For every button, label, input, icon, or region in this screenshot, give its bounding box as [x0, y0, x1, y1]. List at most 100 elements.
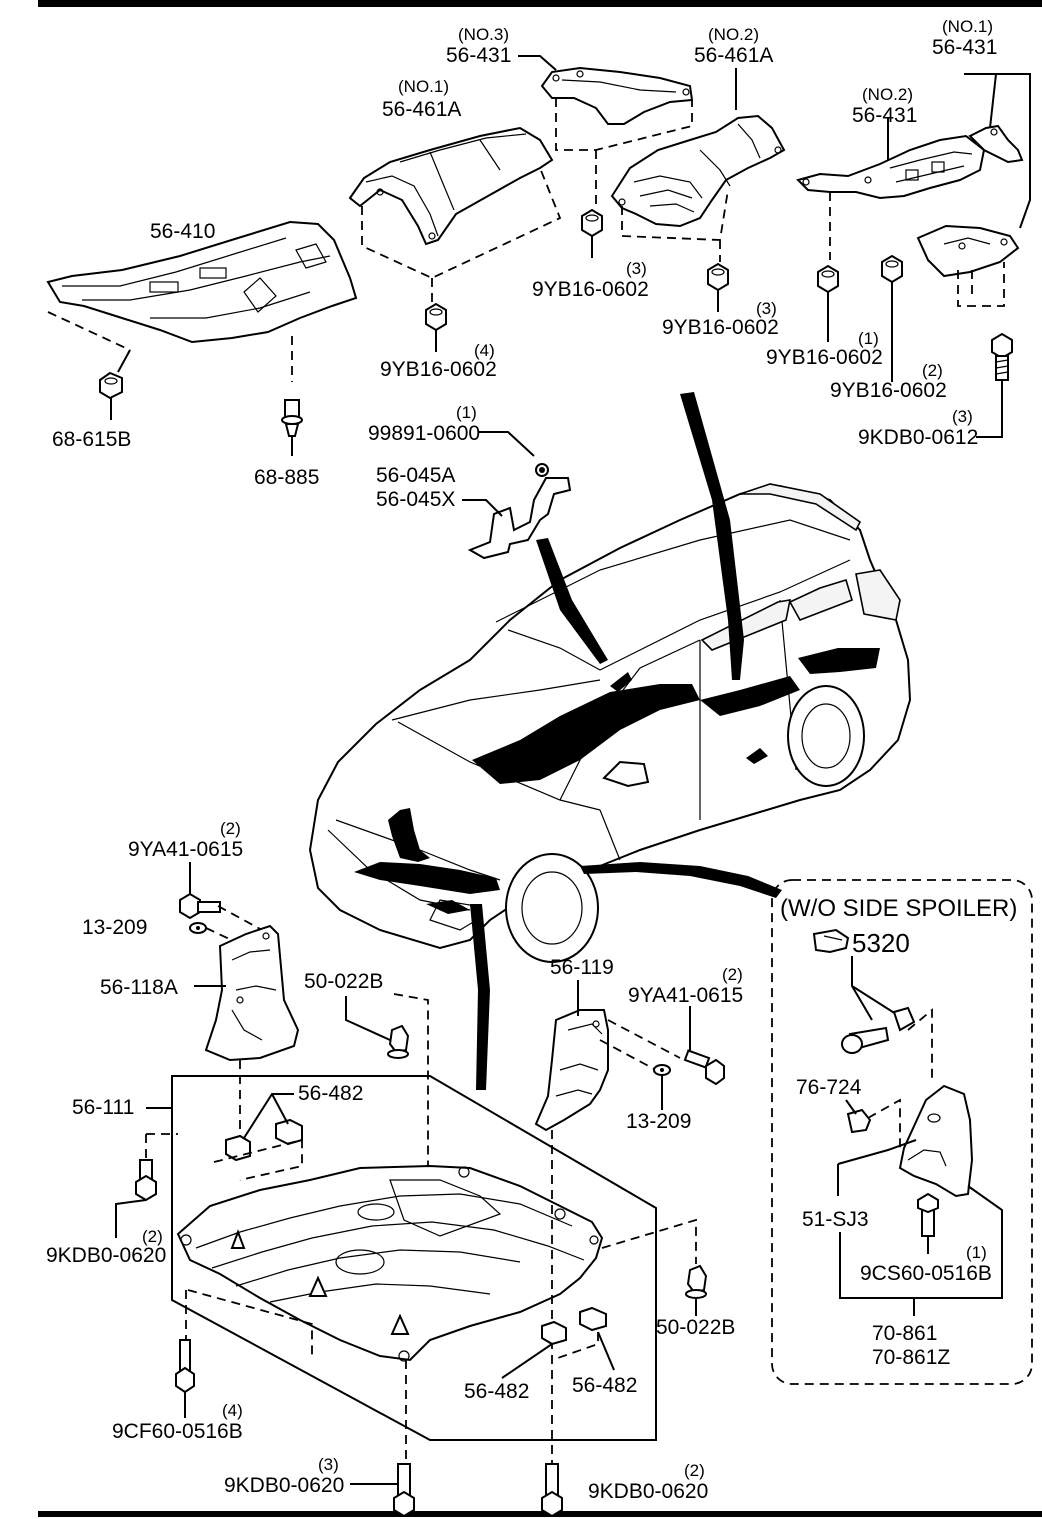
label-56-482-bottom-left: 56-482 [464, 1380, 529, 1403]
label-9KDB0-0620-bottom-center: (3) 9KDB0-0620 [224, 1455, 344, 1497]
label-part-number: 56-119 [550, 956, 614, 979]
label-qty: (2) [142, 1227, 163, 1246]
label-9YB16-0602-a: (4) 9YB16-0602 [380, 341, 497, 381]
label-qty: (NO.3) [458, 25, 509, 44]
label-part-number: 9YB16-0602 [532, 278, 649, 301]
label-part-number: 56-482 [572, 1374, 637, 1397]
label-51-SJ3: 51-SJ3 [802, 1208, 869, 1231]
label-part-number: 56-431 [852, 104, 917, 127]
bolt-9YA41-0615-left [179, 892, 221, 920]
label-part-number: 9YB16-0602 [766, 346, 883, 369]
label-part-number: 68-615B [52, 428, 131, 451]
label-part-number: 9KDB0-0620 [46, 1244, 166, 1267]
bolt-9KDB0-0620-left [135, 1159, 157, 1202]
label-part-number: 56-461A [382, 98, 461, 121]
label-68-615B: 68-615B [52, 428, 131, 451]
label-9YB16-0602-d: (1) 9YB16-0602 [766, 329, 883, 369]
label-56-461A-no2: (NO.2) 56-461A [694, 25, 773, 67]
label-50-022B-right: 50-022B [656, 1316, 735, 1339]
label-qty: (1) [456, 403, 477, 422]
clip-56-482-b [275, 1118, 303, 1146]
vehicle-body [308, 483, 912, 963]
label-qty: (NO.1) [398, 77, 449, 96]
label-part-number: 9YB16-0602 [662, 316, 779, 339]
top-border [38, 0, 1042, 7]
label-part-number: 56-118A [100, 976, 178, 999]
label-56-431-no1: (NO.1) 56-431 [932, 17, 997, 59]
bottom-border [38, 1511, 1042, 1517]
label-qty: (2) [722, 965, 743, 984]
label-56-118A: 56-118A [100, 976, 178, 999]
label-56-045A: 56-045A [376, 464, 455, 487]
label-part-number: 56-482 [298, 1082, 363, 1105]
label-qty: (1) [858, 329, 879, 348]
label-qty: (2) [684, 1461, 705, 1480]
bolt-9YA41-0615-right [683, 1049, 725, 1086]
splash-shield-56-118A [204, 924, 300, 1062]
label-9YB16-0602-b: (3) 9YB16-0602 [532, 259, 649, 301]
label-part-number: 51-SJ3 [802, 1208, 869, 1231]
label-9YB16-0602-c: (3) 9YB16-0602 [662, 299, 779, 339]
insulator-56-431-no3 [540, 66, 694, 125]
label-50-022B-top: 50-022B [304, 970, 383, 993]
screw-9CS60-0516B [917, 1192, 939, 1237]
nut-9YB16-0602-e [881, 254, 903, 284]
clip-50-022B-right [685, 1264, 708, 1299]
label-70-861: 70-861 [872, 1322, 937, 1345]
label-part-number: 9YA41-0615 [628, 984, 743, 1007]
label-qty: (3) [756, 299, 777, 318]
label-qty: (2) [922, 361, 943, 380]
label-part-number: 56-410 [150, 220, 215, 243]
label-part-number: 9KDB0-0612 [858, 426, 978, 449]
bolt-9KDB0-0612 [991, 332, 1013, 381]
label-9KDB0-0620-left: (2) 9KDB0-0620 [46, 1227, 166, 1267]
label-76-724: 76-724 [796, 1076, 862, 1099]
bolt-9KDB0-0620-bottom-right [541, 1463, 563, 1518]
insulator-56-461A-no1 [348, 126, 554, 246]
label-qty: (1) [966, 1243, 987, 1262]
nut-9YB16-0602-d [817, 264, 839, 294]
bracket-56-045A [467, 463, 572, 560]
label-9CF60-0516B: (4) 9CF60-0516B [112, 1401, 243, 1443]
insulator-56-431-no1 [968, 124, 1024, 164]
label-9YA41-0615-left: (2) 9YA41-0615 [128, 819, 243, 861]
clip-68-885 [281, 399, 303, 437]
label-56-482-bottom-right: 56-482 [572, 1374, 637, 1397]
nut-9YB16-0602-a [425, 302, 447, 332]
label-qty: (3) [952, 407, 973, 426]
clip-56-482-a [225, 1134, 251, 1162]
label-qty: (2) [220, 819, 241, 838]
label-part-number: 68-885 [254, 466, 319, 489]
bolt-9KDB0-0620-bottom-center [393, 1463, 415, 1518]
label-part-number: 9KDB0-0620 [224, 1474, 344, 1497]
label-qty: (4) [222, 1401, 243, 1420]
clip-56-482-c [541, 1320, 567, 1346]
label-qty: (NO.1) [942, 17, 993, 36]
label-part-number: 9CS60-0516B [860, 1262, 992, 1285]
label-part-number: 13-209 [626, 1110, 691, 1133]
leader-sweep-2 [536, 538, 608, 664]
label-56-410: 56-410 [150, 220, 215, 243]
label-56-119: 56-119 [550, 956, 614, 979]
label-qty: (3) [626, 259, 647, 278]
label-qty: (NO.2) [708, 25, 759, 44]
label-qty: (4) [474, 341, 495, 360]
nut-9YB16-0602-b [581, 208, 603, 238]
leader-sweep-1 [680, 392, 744, 680]
label-56-111: 56-111 [72, 1096, 134, 1119]
label-part-number: 56-431 [932, 36, 997, 59]
inset-frame [771, 879, 1033, 1385]
label-part-number: 50-022B [656, 1316, 735, 1339]
bolt-9CF60-0516B [175, 1339, 195, 1394]
label-qty: (NO.2) [862, 85, 913, 104]
label-part-number: 56-431 [446, 44, 511, 67]
label-part-number: 70-861 [872, 1322, 937, 1345]
label-part-number: 56-111 [72, 1096, 134, 1119]
clip-56-482-d [579, 1306, 607, 1332]
label-9CS60-0516B: (1) 9CS60-0516B [860, 1243, 992, 1285]
label-70-861Z: 70-861Z [872, 1346, 950, 1369]
inset-ref-number: 5320 [852, 928, 910, 958]
label-9KDB0-0620-bottom-right: (2) 9KDB0-0620 [588, 1461, 708, 1503]
label-56-045X: 56-045X [376, 488, 455, 511]
